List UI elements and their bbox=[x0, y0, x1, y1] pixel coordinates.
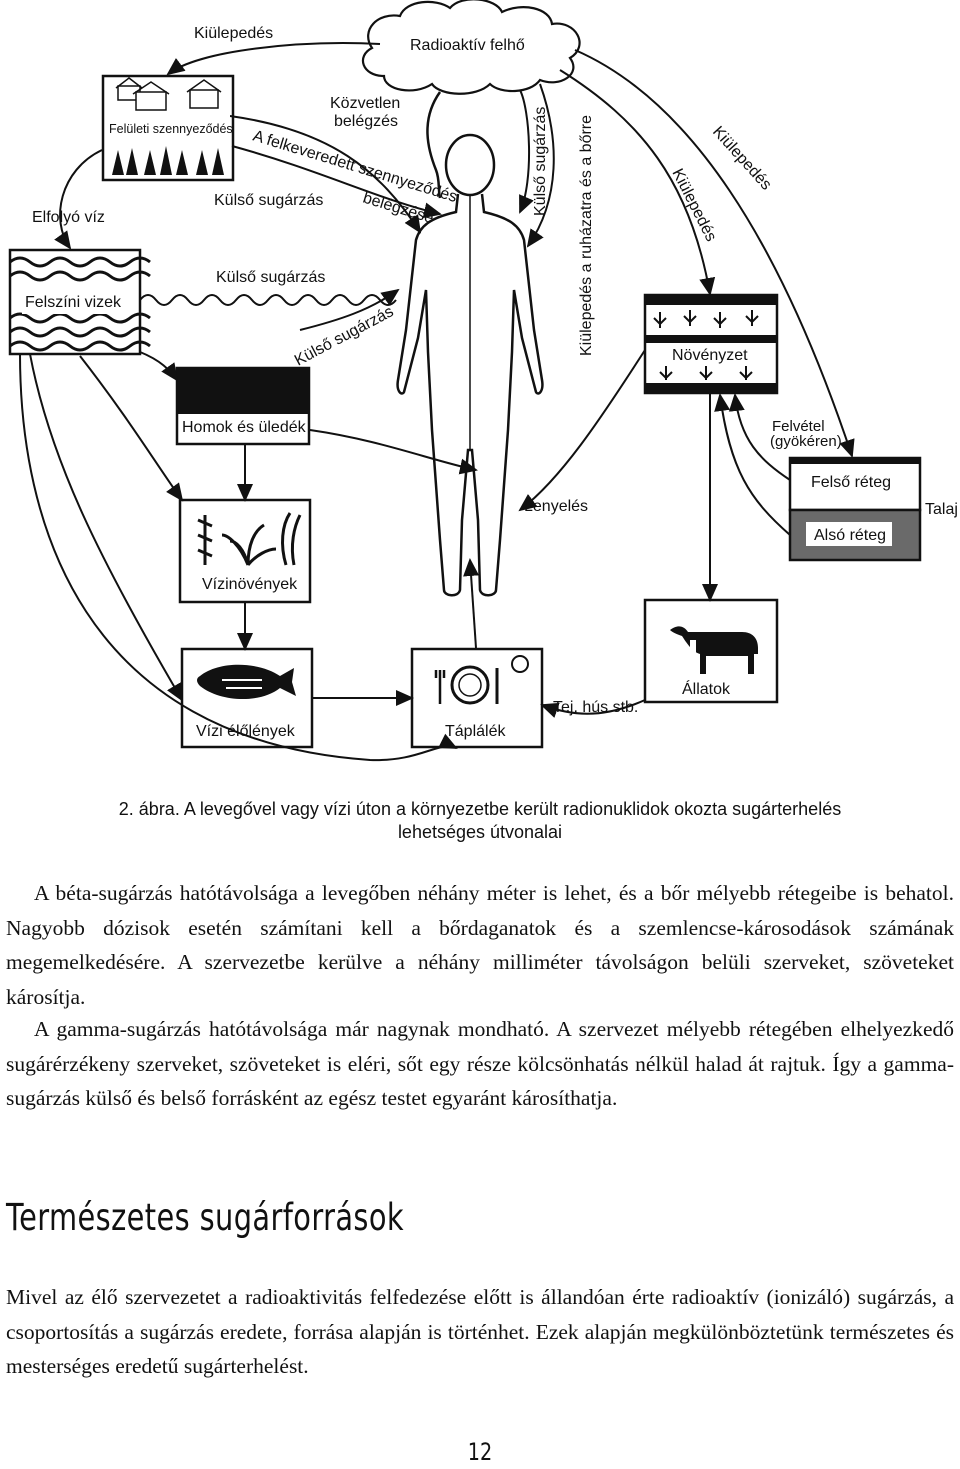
label-ingestion: Lenyelés bbox=[524, 498, 588, 515]
paragraph-gamma-radiation: A gamma-sugárzás hatótávolsága már nagyn… bbox=[6, 1012, 954, 1116]
radioactive-cloud-shape bbox=[361, 0, 581, 95]
label-external-radiation-c: Külső sugárzás bbox=[292, 303, 397, 369]
radionuclide-pathway-diagram: Kiülepedés Radioaktív felhő Felületi sze… bbox=[8, 0, 958, 762]
label-animals: Állatok bbox=[682, 679, 731, 698]
figure-caption: 2. ábra. A levegővel vagy vízi úton a kö… bbox=[60, 798, 900, 844]
label-fallout-top: Kiülepedés bbox=[194, 25, 273, 42]
label-runoff: Elfolyó víz bbox=[32, 209, 105, 226]
label-root-uptake-1: Felvétel bbox=[772, 418, 825, 435]
caption-line-1: 2. ábra. A levegővel vagy vízi úton a kö… bbox=[118, 799, 842, 819]
label-aquatic-organisms: Vízi élőlények bbox=[196, 723, 296, 740]
label-lower-layer: Alsó réteg bbox=[814, 527, 886, 544]
label-upper-layer: Felső réteg bbox=[811, 474, 891, 491]
label-surface-contamination: Felületi szennyeződés bbox=[109, 122, 233, 136]
page-number: 12 bbox=[467, 1438, 493, 1466]
label-root-uptake-2: (gyökéren) bbox=[770, 433, 842, 450]
paragraph-beta-text: A béta-sugárzás hatótávolsága a levegőbe… bbox=[6, 881, 954, 1009]
label-milk-meat: Tej, hús stb. bbox=[553, 699, 638, 716]
paragraph-beta-radiation: A béta-sugárzás hatótávolsága a levegőbe… bbox=[6, 876, 954, 1014]
label-sand-sediment: Homok és üledék bbox=[182, 419, 307, 436]
label-external-radiation-a: Külső sugárzás bbox=[214, 192, 323, 209]
label-aquatic-plants: Vízinövények bbox=[202, 576, 298, 593]
label-vegetation: Növényzet bbox=[672, 347, 748, 364]
food-box bbox=[410, 647, 544, 749]
label-food: Táplálék bbox=[445, 723, 506, 740]
label-external-radiation-vertical: Külső sugárzás bbox=[532, 107, 549, 216]
label-deposition-clothing-skin: Kiülepedés a ruházatra és a bőrre bbox=[578, 115, 595, 356]
label-radioactive-cloud: Radioaktív felhő bbox=[410, 37, 525, 54]
caption-line-2: lehetséges útvonalai bbox=[397, 822, 563, 842]
paragraph-gamma-text: A gamma-sugárzás hatótávolsága már nagyn… bbox=[6, 1017, 954, 1110]
paragraph-natural-sources: Mivel az élő szervezetet a radioaktivitá… bbox=[6, 1285, 954, 1378]
label-soil: Talaj bbox=[925, 501, 958, 518]
label-external-radiation-b: Külső sugárzás bbox=[216, 269, 325, 286]
label-surface-water: Felszíni vizek bbox=[25, 294, 122, 311]
label-fallout-diagonal-2: Kiülepedés bbox=[709, 123, 775, 193]
label-direct-inhalation-2: belégzés bbox=[334, 113, 398, 130]
section-heading: Természetes sugárforrások bbox=[6, 1196, 405, 1239]
label-direct-inhalation-1: Közvetlen bbox=[330, 95, 400, 112]
